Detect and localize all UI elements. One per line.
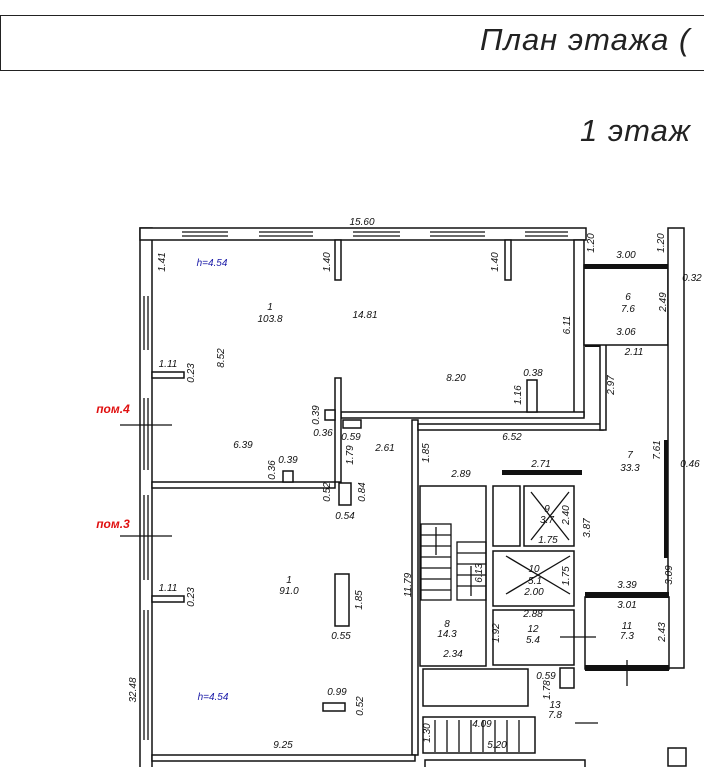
dimension-label: 0.38 [523, 368, 543, 379]
dimension-label: 0.59 [341, 432, 361, 443]
dimension-label: 91.0 [279, 586, 299, 597]
dimension-label: 6.39 [233, 440, 253, 451]
dimension-label: 1 [286, 575, 292, 586]
dimension-label: 7.61 [652, 440, 663, 459]
title-block [0, 15, 704, 71]
dimension-label: 3.01 [617, 600, 636, 611]
dimension-label: 0.46 [680, 459, 700, 470]
dimension-label: 1.40 [322, 252, 333, 272]
dimension-label: 2.49 [658, 292, 669, 313]
dimension-label: 8.52 [216, 348, 227, 368]
dimension-label: 3.39 [617, 580, 637, 591]
dimension-label: 1.16 [513, 385, 524, 405]
dimension-label: 4.09 [472, 719, 492, 730]
dimension-label: 2.43 [657, 622, 668, 643]
dimension-label: 13 [549, 700, 561, 711]
dimension-label: 10 [528, 564, 540, 575]
room-reference-label: пом.3 [96, 517, 130, 531]
walls [120, 227, 687, 767]
dimension-label: 0.84 [357, 482, 368, 502]
dimension-label: 0.52 [322, 482, 333, 502]
floor-title: 1 этаж [580, 113, 692, 148]
dimension-label: 9.25 [273, 740, 293, 751]
dimension-label: 1.92 [491, 623, 502, 643]
dimension-label: 8 [444, 619, 450, 630]
dimension-label: 5.1 [528, 576, 542, 587]
dimension-label: 3.87 [582, 518, 593, 538]
dimension-label: 15.60 [349, 217, 374, 228]
dimension-label: 103.8 [257, 314, 282, 325]
dimension-label: 0.32 [682, 273, 702, 284]
dimension-label: 1.11 [159, 583, 178, 594]
dimension-label: 0.54 [335, 511, 355, 522]
dimension-label: 1.78 [542, 680, 553, 700]
dimension-label: 1.79 [345, 445, 356, 465]
dimension-label: 0.36 [267, 460, 278, 480]
ceiling-height-label: h=4.54 [197, 258, 228, 269]
dimension-label: 1.20 [656, 233, 667, 253]
dimension-label: 32.48 [128, 677, 139, 702]
dimension-labels: 15.60 1.41 h=4.54 1.40 1.40 1.20 3.00 1.20 0.32 1… [96, 217, 702, 751]
dimension-label: 12 [527, 624, 539, 635]
dimension-label: 3.00 [616, 250, 636, 261]
dimension-label: 1.41 [157, 252, 168, 271]
dimension-label: 2.40 [561, 505, 572, 526]
dimension-label: 5.4 [526, 635, 540, 646]
dimension-label: 1.11 [159, 359, 178, 370]
dimension-label: 0.39 [278, 455, 298, 466]
dimension-label: 9 [544, 504, 550, 515]
dimension-label: 7.3 [620, 631, 634, 642]
dimension-label: 7 [627, 450, 633, 461]
dimension-label: 1.75 [538, 535, 558, 546]
dimension-label: 2.61 [374, 443, 394, 454]
dimension-label: 2.34 [442, 649, 463, 660]
dimension-label: 6 [625, 292, 631, 303]
dimension-label: 6.11 [562, 316, 573, 335]
room-reference-label: пом.4 [96, 402, 130, 416]
dimension-label: 11 [622, 621, 632, 632]
dimension-label: 2.00 [523, 587, 544, 598]
dimension-label: 1.30 [422, 723, 433, 743]
dimension-label: 0.23 [186, 363, 197, 383]
dimension-label: 11.79 [403, 572, 414, 597]
dimension-label: 14.3 [437, 629, 457, 640]
dimension-label: 0.59 [536, 671, 556, 682]
dimension-label: 0.39 [311, 405, 322, 425]
ceiling-height-label: h=4.54 [198, 692, 229, 703]
dimension-label: 0.99 [327, 687, 347, 698]
dimension-label: 0.23 [186, 587, 197, 607]
dimension-label: 6.13 [474, 563, 485, 583]
dimension-label: 2.88 [522, 609, 543, 620]
dimension-label: 8.20 [446, 373, 466, 384]
dimension-label: 3.7 [540, 515, 554, 526]
dimension-label: 1 [267, 302, 273, 313]
dimension-label: 0.52 [355, 696, 366, 716]
dimension-label: 1.85 [354, 590, 365, 610]
dimension-label: 33.3 [620, 463, 640, 474]
dimension-label: 7.8 [548, 710, 562, 721]
plan-title: План этажа ( [480, 22, 691, 57]
dimension-label: 2.97 [606, 375, 617, 396]
dimension-label: 1.75 [561, 566, 572, 586]
dimension-label: 7.6 [621, 304, 635, 315]
dimension-label: 3.09 [664, 565, 675, 585]
dimension-label: 2.71 [530, 459, 550, 470]
dimension-label: 2.89 [450, 469, 471, 480]
dimension-label: 2.11 [624, 347, 644, 358]
dimension-label: 0.36 [313, 428, 333, 439]
dimension-label: 6.52 [502, 432, 522, 443]
dimension-label: 1.85 [421, 443, 432, 463]
dimension-label: 14.81 [352, 310, 377, 321]
dimension-label: 1.40 [490, 252, 501, 272]
dimension-label: 1.20 [586, 233, 597, 253]
dimension-label: 3.06 [616, 327, 636, 338]
dimension-label: 0.55 [331, 631, 351, 642]
dimension-label: 5.20 [487, 740, 507, 751]
